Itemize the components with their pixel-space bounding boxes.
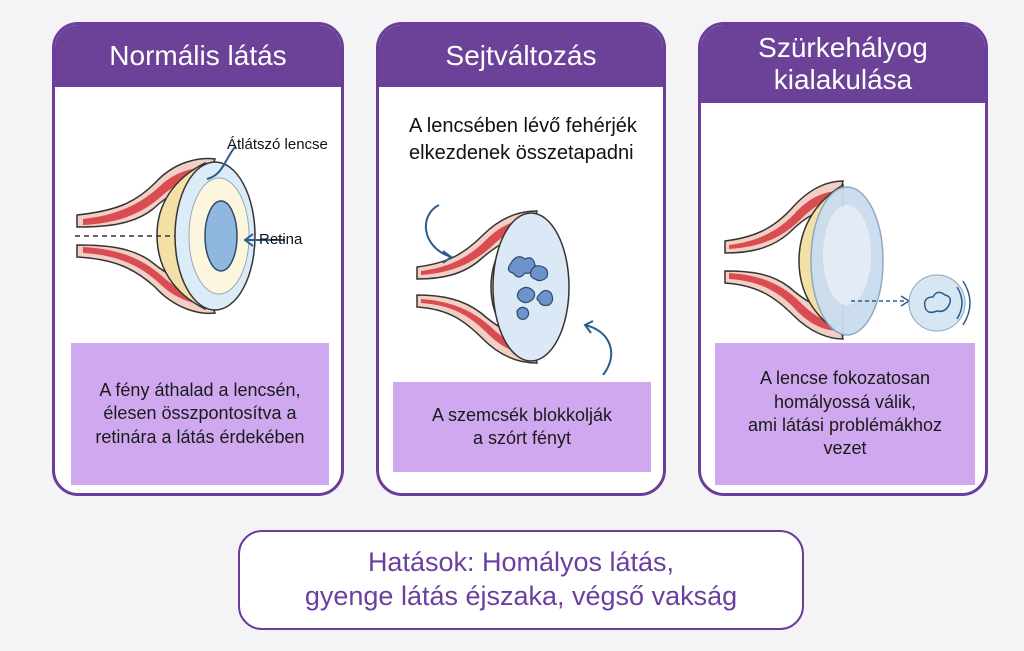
cloudy-lens [492,212,570,362]
desc-line: A lencse fokozatosan [759,368,931,389]
cataract-eye-illustration [724,180,971,340]
retina-label: Retina [259,231,303,248]
effects-line: gyenge látás éjszaka, végső vakság [304,581,738,611]
curved-arrow-top [424,204,453,264]
panel-description: A lencse fokozatosan homályossá válik, a… [715,343,975,485]
protein-callout: A lencsében lévő fehérjék elkezdenek öss… [409,113,637,167]
protein-clump [536,289,554,307]
panel-title: Szürkehályog kialakulása [701,25,985,103]
panel-title-line: kialakulása [773,64,913,95]
panel-normal-vision: Normális látás Átlátszó lencse Retina A … [52,22,344,496]
callout-line: A lencsében lévő fehérjék [409,115,637,137]
blurred-shape [923,291,952,314]
desc-line: vezet [823,438,867,459]
desc-line: ami látási problémákhoz [747,415,943,435]
retina-arrow [243,233,285,247]
protein-clump [529,265,549,282]
desc-line: A fény áthalad a lencsén, [99,379,301,400]
blurred-image [908,274,966,332]
panel-description: A fény áthalad a lencsén, élesen összpon… [71,343,329,485]
panel-title: Normális látás [55,25,341,87]
red-layer [729,191,841,249]
desc-line: élesen összpontosítva a [103,403,297,424]
desc-line: retinára a látás érdekében [95,426,305,447]
panel-title: Sejtváltozás [379,25,663,87]
panel-cell-change: Sejtváltozás A lencsében lévő fehérjék e… [376,22,666,496]
red-layer-bottom [729,273,841,331]
opaque-lens-haze [823,205,871,305]
blur-wave [956,280,971,326]
protein-clump-illustration [416,204,613,375]
panel-title-text: Sejtváltozás [445,39,597,71]
lens-label: Átlátszó lencse [227,136,328,153]
panel-cataract-formation: Szürkehályog kialakulása A lencse fokoza… [698,22,988,496]
panel-description: A szemcsék blokkolják a szórt fényt [393,382,651,472]
protein-clump [516,306,530,320]
lens-pointer [206,146,236,180]
desc-line: a szórt fényt [472,428,572,448]
effects-summary: Hatások: Homályos látás, gyenge látás éj… [238,530,804,630]
normal-eye-illustration [75,146,285,315]
lens-core [204,200,238,272]
protein-clump [516,286,536,304]
panel-title-line: Szürkehályog [758,31,928,63]
curved-arrow-bottom [583,320,613,375]
desc-line: homályossá válik, [773,391,917,412]
effects-line: Hatások: Homályos látás, [367,547,675,578]
desc-line: A szemcsék blokkolják [431,404,613,425]
panel-title-text: Normális látás [109,39,287,71]
callout-line: elkezdenek összetapadni [409,142,634,164]
